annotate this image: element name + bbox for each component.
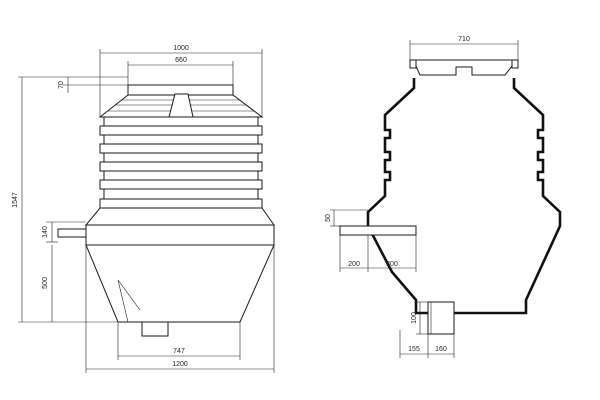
dim-outlet-width-section: 160 (435, 346, 447, 353)
dim-inlet-offset: 50 (325, 214, 332, 222)
cone-rib (117, 279, 141, 323)
outlet-pipe (141, 321, 169, 337)
front-dimension-lines (18, 49, 275, 373)
dim-outlet-height: 100 (411, 312, 418, 324)
dim-total-width: 1200 (172, 361, 188, 368)
section-outlet-box (427, 301, 455, 335)
inlet-pipe (57, 228, 87, 238)
section-inlet-pipe (339, 225, 417, 236)
section-body-outline (366, 78, 562, 315)
dim-neck-height: 70 (58, 81, 65, 89)
rim-band (85, 224, 275, 246)
lid-left-clip (409, 59, 417, 69)
dim-top-width: 1000 (173, 45, 189, 52)
section-lid (409, 59, 519, 76)
lid-right-clip (511, 59, 519, 69)
dim-inlet-length: 200 (348, 261, 360, 268)
bottom-cone (85, 244, 275, 323)
dim-neck-width: 660 (175, 57, 187, 64)
dim-total-height: 1547 (12, 192, 19, 208)
dim-inlet-height: 140 (42, 226, 49, 238)
dim-lid-width: 710 (458, 36, 470, 43)
lower-collar (84, 207, 275, 226)
section-dimension-lines (330, 40, 519, 358)
body-rings (99, 116, 263, 209)
dim-outlet-offset: 155 (408, 346, 420, 353)
section-view: 710 50 200 300 100 155 160 (325, 36, 562, 358)
dim-cone-height: 500 (42, 277, 49, 289)
dim-outlet-width: 747 (173, 348, 185, 355)
front-view: 1000 660 70 1547 140 500 747 1200 (12, 45, 275, 373)
dim-inlet-inner: 300 (386, 261, 398, 268)
